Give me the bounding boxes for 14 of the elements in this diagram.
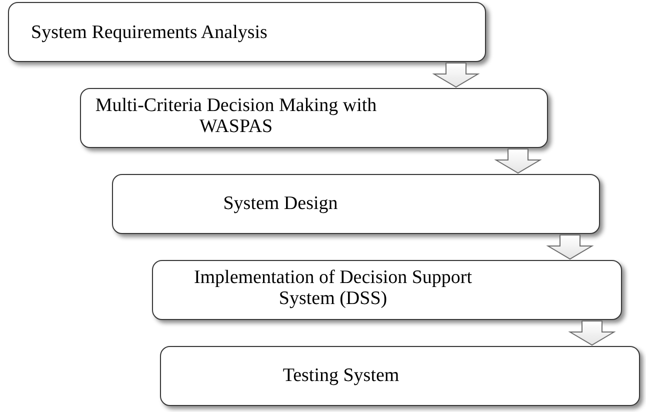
process-box [160, 346, 640, 406]
process-box [152, 260, 622, 320]
down-block-arrow [432, 62, 480, 88]
step-label: Implementation of Decision Support System (DSS) [193, 268, 473, 310]
down-block-arrow [546, 234, 594, 260]
step-label: Testing System [282, 366, 400, 387]
step-label: Multi-Criteria Decision Making with WASPAS [94, 96, 378, 138]
process-box [8, 2, 486, 62]
process-box [80, 88, 548, 148]
step-label: System Design [222, 194, 339, 215]
down-block-arrow [494, 148, 542, 174]
down-block-arrow [568, 320, 616, 346]
process-box [112, 174, 600, 234]
step-label: System Requirements Analysis [31, 23, 268, 44]
